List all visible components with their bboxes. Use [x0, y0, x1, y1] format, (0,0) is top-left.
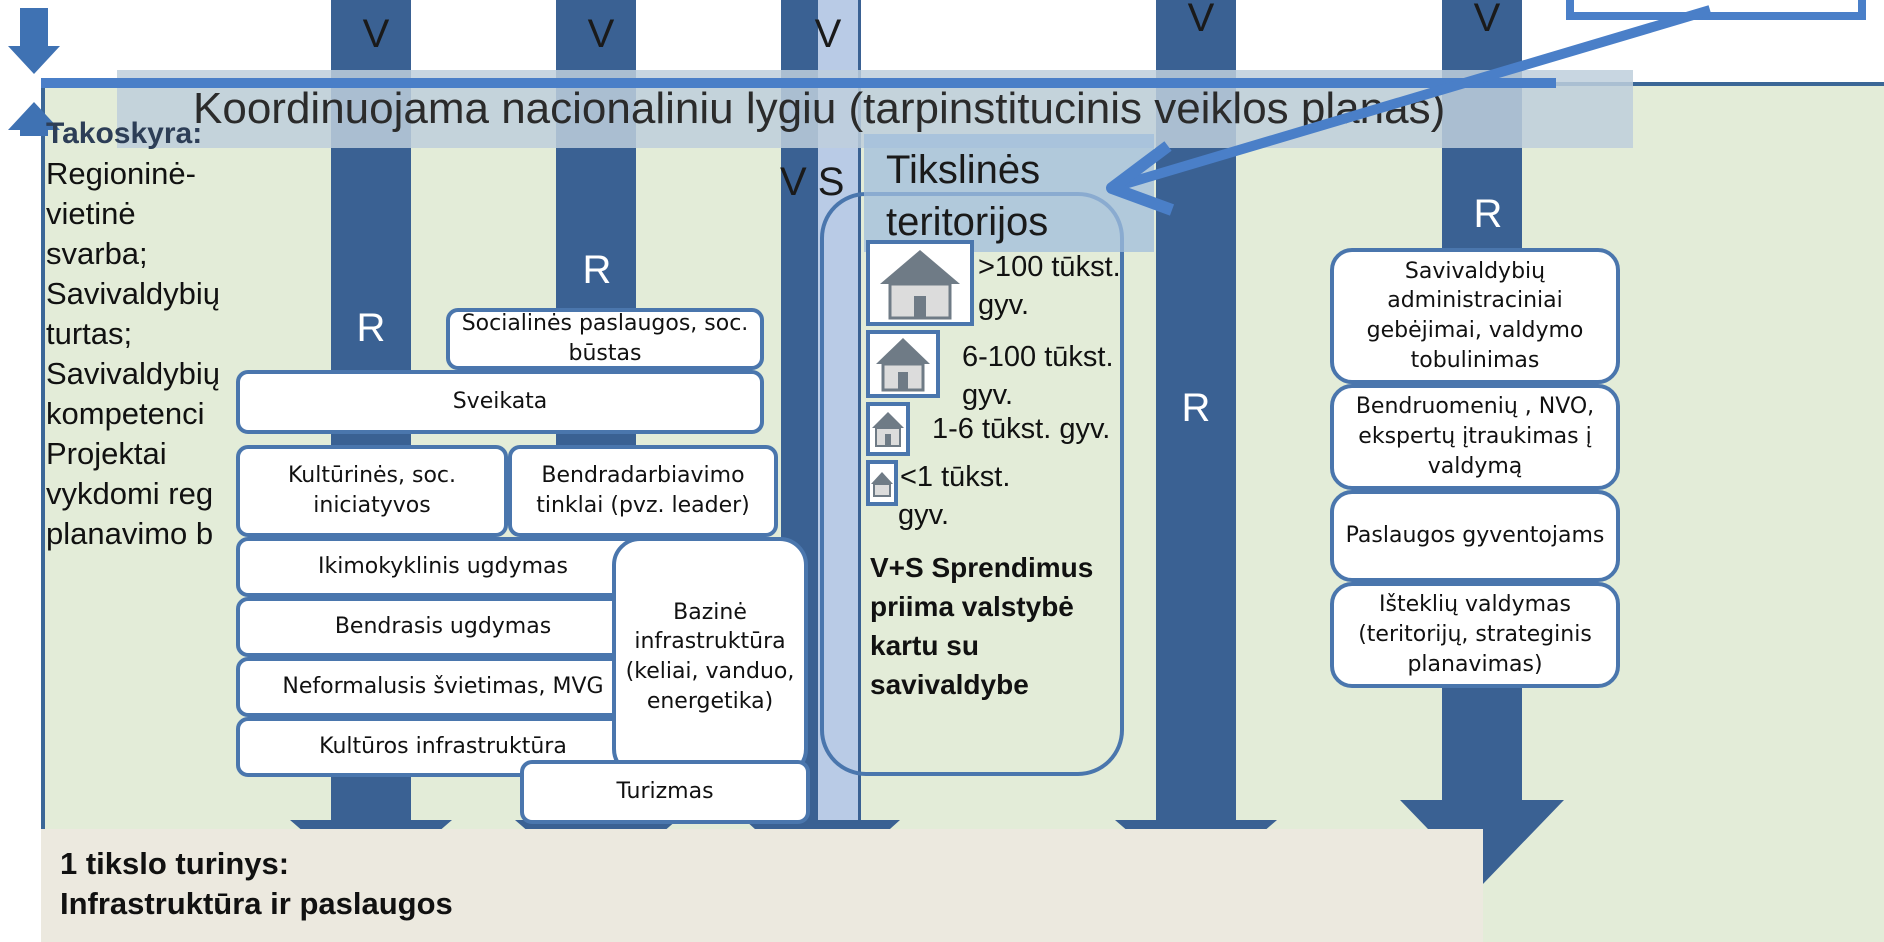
arrow-down-up-icon	[8, 8, 60, 136]
box-social-services: Socialinės paslaugos, soc. būstas	[446, 308, 764, 370]
vs-decision-line: savivaldybe	[870, 669, 1029, 700]
pop-label-line: gyv.	[978, 289, 1030, 321]
footer-text: 1 tikslo turinys: Infrastruktūra ir pasl…	[60, 844, 453, 924]
left-panel-line: Savivaldybių	[46, 276, 221, 311]
left-panel-line: Regioninė-	[46, 156, 196, 191]
pillar-letter-vs: V S	[780, 160, 845, 204]
target-title-bg	[864, 134, 1154, 252]
pillar-letter-v3: V	[814, 12, 842, 56]
house-small-icon	[866, 402, 910, 456]
pop-label: 6-100 tūkst. gyv.	[962, 338, 1114, 414]
house-large-icon	[866, 240, 974, 326]
left-panel-title: Takoskyra:	[46, 117, 203, 150]
target-title-line: Tikslinės	[886, 148, 1041, 192]
footer-panel	[41, 829, 1483, 942]
pop-label-line: 6-100 tūkst.	[962, 341, 1114, 373]
pillar-letter-r1: R	[356, 306, 386, 350]
target-title: Tikslinės teritorijos	[886, 144, 1048, 248]
banner-rule	[41, 78, 1556, 88]
pop-label-line: gyv.	[898, 499, 950, 531]
target-title-line: teritorijos	[886, 200, 1049, 244]
house-tiny-icon	[866, 460, 898, 506]
box-base-infrastructure: Bazinė infrastruktūra (keliai, vanduo, e…	[612, 537, 808, 777]
left-panel-line: planavimo b	[46, 516, 214, 551]
pop-label-line: >100 tūkst.	[978, 251, 1121, 283]
top-right-frame	[1566, 0, 1866, 20]
box-health: Sveikata	[236, 370, 764, 434]
pop-label: 1-6 tūkst. gyv.	[932, 413, 1111, 445]
box-services: Paslaugos gyventojams	[1330, 490, 1620, 582]
pointer-arrow-icon	[1106, 5, 1712, 216]
left-panel-line: Projektai	[46, 436, 167, 471]
left-panel-line: turtas;	[46, 316, 133, 351]
pop-label: <1 tūkst. gyv.	[898, 458, 1011, 534]
pop-label: >100 tūkst. gyv.	[978, 248, 1121, 324]
vs-decision-line: kartu su	[870, 630, 979, 661]
pop-label-line: <1 tūkst.	[900, 461, 1011, 493]
box-tourism: Turizmas	[520, 760, 810, 824]
pillar-letter-r3: R	[1181, 386, 1211, 430]
pillar-letter-r4: R	[1473, 192, 1503, 236]
pillar-letter-v1: V	[362, 12, 390, 56]
box-preschool: Ikimokyklinis ugdymas	[236, 537, 650, 597]
vs-decision-text: V+S Sprendimus priima valstybė kartu su …	[870, 548, 1093, 704]
footer-title: 1 tikslo turinys:	[60, 846, 290, 881]
box-cultural-initiatives: Kultūrinės, soc. iniciatyvos	[236, 445, 508, 537]
pillar-letter-v2: V	[587, 12, 615, 56]
left-panel-line: vietinė svarba;	[46, 196, 148, 271]
banner-title: Koordinuojama nacionaliniu lygiu (tarpin…	[193, 84, 1446, 133]
box-resource-management: Išteklių valdymas (teritorijų, strategin…	[1330, 582, 1620, 688]
left-panel-line: kompetenci	[46, 396, 205, 431]
box-nonformal-education: Neformalusis švietimas, MVG	[236, 657, 650, 717]
vs-decision-line: V+S Sprendimus	[870, 552, 1094, 583]
box-admin-capacity: Savivaldybių administraciniai gebėjimai,…	[1330, 248, 1620, 384]
pillar-letter-r2: R	[582, 248, 612, 292]
left-panel-line: vykdomi reg	[46, 476, 214, 511]
vs-decision-line: priima valstybė	[870, 591, 1074, 622]
left-panel-line: Savivaldybių	[46, 356, 221, 391]
box-community-involvement: Bendruomenių , NVO, ekspertų įtraukimas …	[1330, 384, 1620, 490]
house-medium-icon	[866, 330, 940, 398]
left-panel: Takoskyra: Regioninė- vietinė svarba; Sa…	[46, 114, 236, 554]
box-general-education: Bendrasis ugdymas	[236, 597, 650, 657]
box-cooperation-networks: Bendradarbiavimo tinklai (pvz. leader)	[508, 445, 778, 537]
pillar-letter-v4: V	[1187, 0, 1215, 40]
pillar-letter-v5: V	[1473, 0, 1501, 40]
footer-subtitle: Infrastruktūra ir paslaugos	[60, 886, 453, 921]
pop-label-line: gyv.	[962, 379, 1014, 411]
footer-edge	[1483, 928, 1884, 942]
